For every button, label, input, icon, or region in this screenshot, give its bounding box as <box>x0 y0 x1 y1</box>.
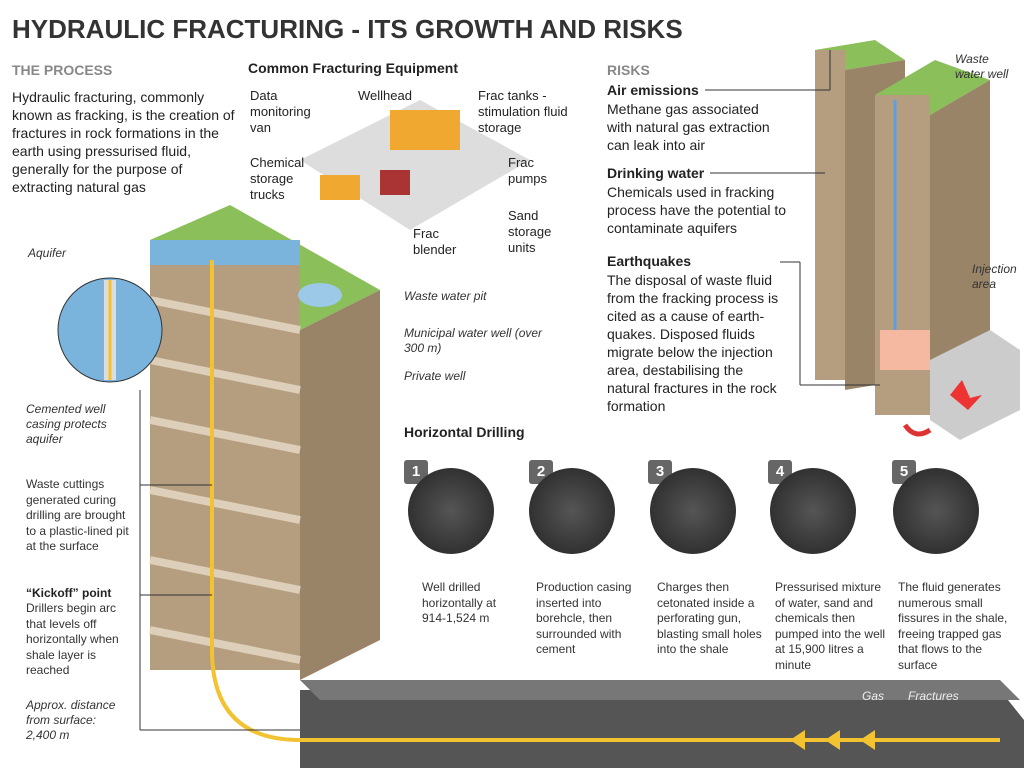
label-fractures: Fractures <box>908 689 959 703</box>
label-aquifer: Aquifer <box>28 246 67 260</box>
label-distance: Approx. distance from surface: 2,400 m <box>26 698 116 742</box>
step-3-perforation-image <box>650 468 736 554</box>
earthquake-burst-icon <box>950 380 982 410</box>
label-waste-well: Waste water well <box>955 52 1009 81</box>
step-2-text: Production casing inserted into borehcle… <box>536 580 632 656</box>
label-frac-pumps: Frac pumps <box>508 155 548 186</box>
step-2-casing-image <box>529 468 615 554</box>
label-frac-tanks: Frac tanks - stimulation fluid storage <box>478 88 568 135</box>
step-4-pumping-image <box>770 468 856 554</box>
label-sand-storage: Sand storage units <box>508 208 552 255</box>
label-gas: Gas <box>862 689 885 703</box>
step-3-text: Charges then cetonated inside a perforat… <box>657 580 762 656</box>
wellbore <box>210 260 1000 742</box>
step-number: 5 <box>892 460 916 484</box>
step-4-text: Pressurised mixture of water, sand and c… <box>775 580 886 672</box>
equipment-heading: Common Fracturing Equipment <box>248 60 458 76</box>
risk-air-title: Air emissions <box>607 82 699 98</box>
equipment-pad <box>300 100 530 230</box>
label-private-well: Private well <box>404 369 466 383</box>
horizontal-heading: Horizontal Drilling <box>404 424 525 440</box>
label-kickoff-title: “Kickoff” point <box>26 586 112 600</box>
risk-quake-title: Earthquakes <box>607 253 692 269</box>
risk-quake-text: The disposal of waste fluid from the fra… <box>607 272 779 414</box>
label-injection-area: Injection area <box>972 262 1017 291</box>
label-wellhead: Wellhead <box>358 88 412 103</box>
gas-flow-arrows <box>790 730 875 750</box>
risk-air-text: Methane gas associated with natural gas … <box>607 101 770 153</box>
step-1-text: Well drilled horizontally at 914-1,524 m <box>422 580 497 625</box>
label-kickoff: Drillers begin arc that levels off horiz… <box>26 601 119 677</box>
waste-pit <box>298 283 342 307</box>
step-5-text: The fluid generates numerous small fissu… <box>898 580 1008 672</box>
label-waste-cuttings: Waste cuttings generated curing drilling… <box>26 477 129 553</box>
rock-side <box>300 290 380 680</box>
label-waste-pit: Waste water pit <box>404 289 487 303</box>
label-frac-blender: Frac blender <box>413 226 457 257</box>
process-text: Hydraulic fracturing, commonly known as … <box>12 89 235 195</box>
label-cemented-casing: Cemented well casing protects aquifer <box>26 402 107 446</box>
shale-layer <box>300 690 1024 768</box>
risk-column-1 <box>815 50 845 380</box>
injection-block <box>930 330 1020 440</box>
step-5-fissures-image <box>893 468 979 554</box>
label-data-van: Data monitoring van <box>250 88 311 135</box>
label-chemical-trucks: Chemical storage trucks <box>250 155 305 202</box>
risk-water-title: Drinking water <box>607 165 705 181</box>
aquifer-layer <box>150 240 300 265</box>
risks-heading: RISKS <box>607 62 650 78</box>
label-municipal-well: Municipal water well (over 300 m) <box>404 326 543 355</box>
risk-water-text: Chemicals used in fracking process have … <box>607 184 787 236</box>
page-title: HYDRAULIC FRACTURING - ITS GROWTH AND RI… <box>12 14 683 44</box>
process-heading: THE PROCESS <box>12 62 113 78</box>
step-1-drill-image <box>408 468 494 554</box>
